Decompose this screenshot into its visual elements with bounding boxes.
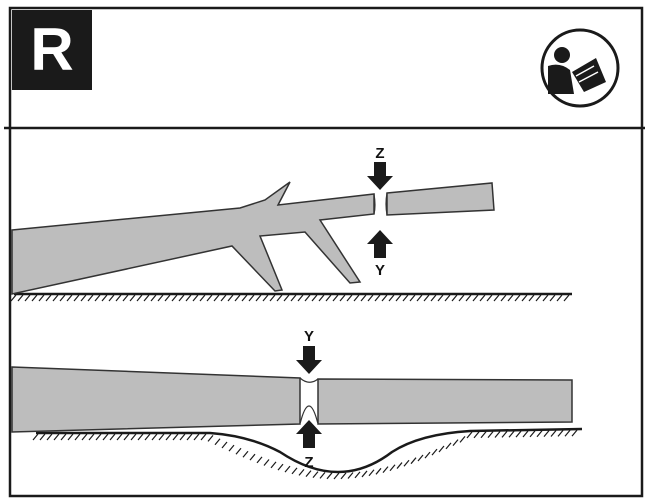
top-lower-label: Y: [375, 262, 385, 279]
bottom-log-left: [11, 366, 301, 433]
top-ground-hatching: [10, 294, 570, 302]
bottom-ground-line: [36, 427, 583, 474]
top-arrow-up: [367, 230, 393, 258]
bottom-arrow-up: [296, 420, 322, 448]
bottom-ground-hatching: [32, 429, 578, 480]
bottom-upper-label: Y: [304, 328, 314, 345]
top-scene: Z Y: [10, 145, 572, 302]
read-manual-icon: [540, 28, 620, 108]
panel-letter-badge: R: [12, 10, 92, 90]
top-log-left: [11, 181, 375, 295]
outer-border: [8, 6, 644, 498]
bottom-log-right: [317, 378, 573, 425]
bottom-arrow-down: [296, 346, 322, 374]
top-arrow-down: [367, 162, 393, 190]
bottom-lower-label: Z: [304, 454, 313, 471]
bottom-scene: Y Z: [11, 328, 583, 480]
top-log-right: [386, 182, 495, 216]
top-upper-label: Z: [375, 145, 384, 162]
